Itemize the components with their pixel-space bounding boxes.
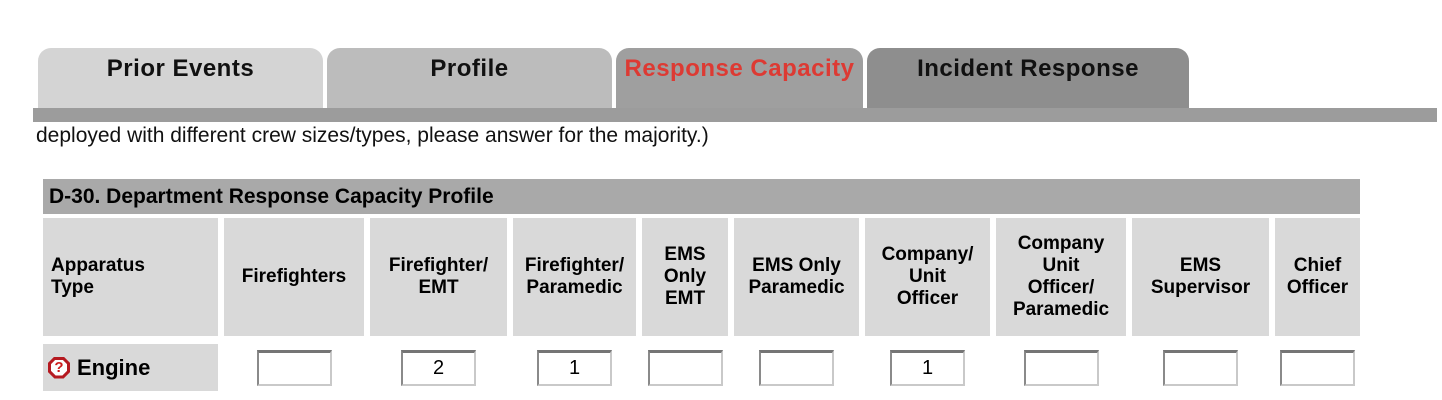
- tab-profile[interactable]: Profile: [327, 48, 612, 108]
- input-chief-officer[interactable]: [1280, 349, 1355, 386]
- cell-company-unit-officer: [865, 344, 990, 391]
- column-header-company-unit-officer: Company/ Unit Officer: [865, 218, 990, 336]
- input-company-unit-officer[interactable]: [890, 349, 965, 386]
- cell-ems-only-paramedic: [734, 344, 859, 391]
- input-firefighter-emt[interactable]: [401, 349, 476, 386]
- response-capacity-table: D-30. Department Response Capacity Profi…: [43, 179, 1360, 391]
- column-header-firefighters: Firefighters: [224, 218, 364, 336]
- input-ems-only-paramedic[interactable]: [759, 349, 834, 386]
- instruction-text: deployed with different crew sizes/types…: [36, 124, 709, 147]
- column-header-firefighter-paramedic: Firefighter/ Paramedic: [513, 218, 636, 336]
- column-header-ems-only-paramedic: EMS Only Paramedic: [734, 218, 859, 336]
- tab-incident-response[interactable]: Incident Response: [867, 48, 1189, 108]
- column-header-chief-officer: Chief Officer: [1275, 218, 1360, 336]
- table-title: D-30. Department Response Capacity Profi…: [43, 179, 1360, 214]
- column-header-ems-only-emt: EMS Only EMT: [642, 218, 728, 336]
- table-row-engine: ? Engine: [43, 344, 1360, 391]
- cell-ems-supervisor: [1132, 344, 1269, 391]
- cell-ems-only-emt: [642, 344, 728, 391]
- input-firefighter-paramedic[interactable]: [537, 349, 612, 386]
- question-mark-glyph: ?: [54, 359, 64, 376]
- column-header-apparatus-type: Apparatus Type: [43, 218, 218, 336]
- cell-firefighter-paramedic: [513, 344, 636, 391]
- column-header-firefighter-emt: Firefighter/ EMT: [370, 218, 507, 336]
- tab-bar: Prior Events Profile Response Capacity I…: [38, 48, 1189, 108]
- input-ems-only-emt[interactable]: [647, 349, 723, 386]
- apparatus-type-label: Engine: [77, 354, 151, 380]
- apparatus-cell-engine: ? Engine: [43, 344, 218, 391]
- tab-response-capacity[interactable]: Response Capacity: [616, 48, 863, 108]
- input-ems-supervisor[interactable]: [1163, 349, 1238, 386]
- column-header-ems-supervisor: EMS Supervisor: [1132, 218, 1269, 336]
- tab-prior-events[interactable]: Prior Events: [38, 48, 323, 108]
- tabstrip-underline-bar: [33, 108, 1437, 122]
- cell-firefighter-emt: [370, 344, 507, 391]
- cell-chief-officer: [1275, 344, 1360, 391]
- question-mark-help-icon[interactable]: ?: [48, 356, 70, 379]
- cell-firefighters: [224, 344, 364, 391]
- cell-company-unit-officer-paramedic: [996, 344, 1126, 391]
- table-header-row: Apparatus Type Firefighters Firefighter/…: [43, 218, 1360, 336]
- input-company-unit-officer-paramedic[interactable]: [1023, 349, 1099, 386]
- input-firefighters[interactable]: [256, 349, 332, 386]
- column-header-company-unit-officer-paramedic: Company Unit Officer/ Paramedic: [996, 218, 1126, 336]
